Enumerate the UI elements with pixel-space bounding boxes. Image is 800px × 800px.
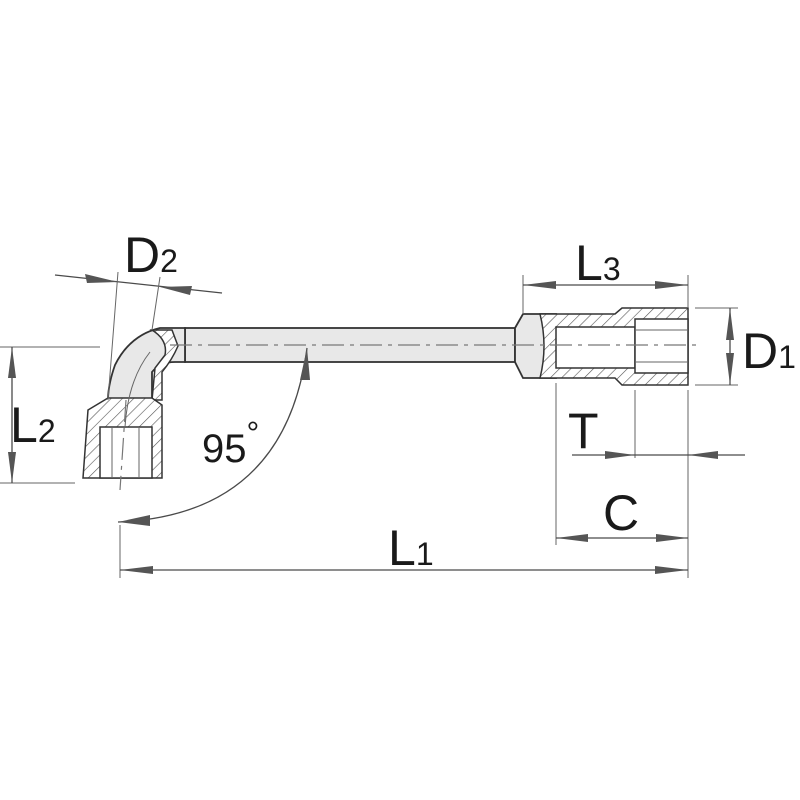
angle-dimension <box>117 347 310 526</box>
c-dimension <box>556 534 688 542</box>
l2-dimension <box>0 346 100 484</box>
t-dimension <box>555 383 745 578</box>
left-socket <box>82 327 186 479</box>
d2-label: D2 <box>124 227 178 283</box>
d1-label: D1 <box>742 323 796 379</box>
l3-dimension <box>522 275 689 314</box>
l1-dimension <box>119 525 688 578</box>
socket-center-line <box>119 399 127 491</box>
l3-label: L3 <box>575 235 621 291</box>
right-socket <box>514 307 689 386</box>
d1-dimension <box>695 307 738 386</box>
t-label: T <box>568 403 599 459</box>
l1-label: L1 <box>388 520 434 576</box>
c-label: C <box>603 485 639 541</box>
angle-label: 95° <box>202 415 259 471</box>
l2-label: L2 <box>10 397 56 453</box>
d2-dimension <box>54 271 223 401</box>
